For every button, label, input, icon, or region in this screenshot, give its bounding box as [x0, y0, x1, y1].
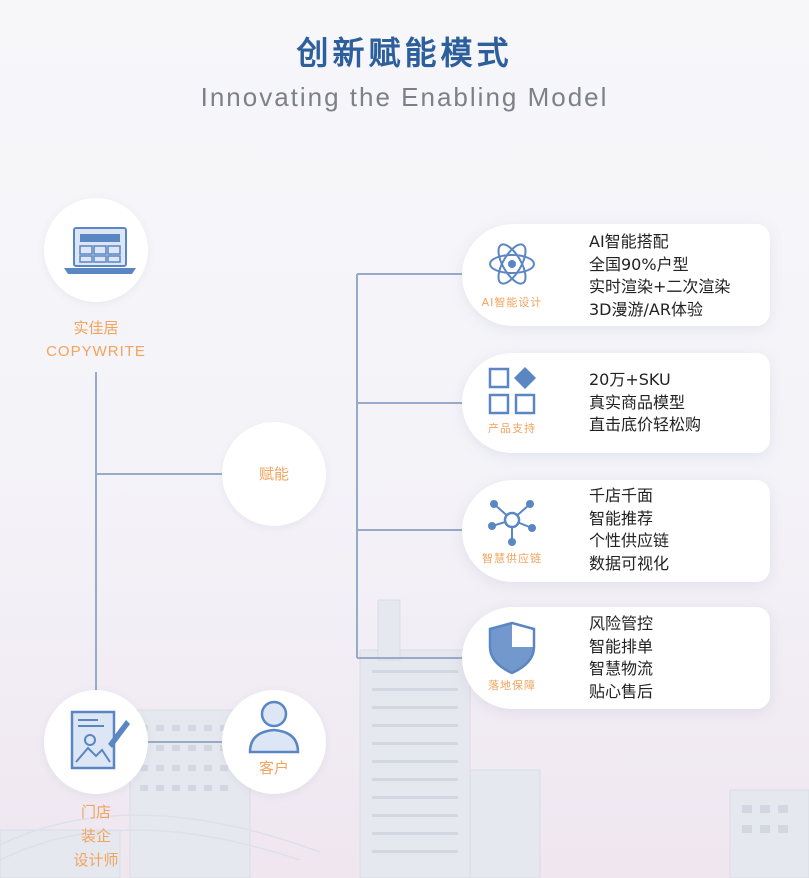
service-card-caption: 产品支持: [488, 422, 536, 435]
service-card-caption: 智慧供应链: [482, 552, 542, 565]
partner-node-line-2: 装企: [80, 827, 111, 845]
service-card-delivery-assurance: 落地保障 风险管控 智能排单 智慧物流 贴心售后: [462, 607, 770, 709]
service-item: 真实商品模型: [589, 392, 686, 412]
service-card-items: 风险管控 智能排单 智慧物流 贴心售后: [589, 613, 653, 703]
laptop-icon: [64, 227, 136, 274]
service-card-items: 千店千面 智能推荐 个性供应链 数据可视化: [589, 485, 669, 575]
service-item: 实时渲染+二次渲染: [589, 277, 731, 296]
service-card-product-support: 产品支持 20万+SKU 真实商品模型 直击底价轻松购: [462, 353, 770, 453]
customer-node-label: 客户: [258, 759, 289, 777]
atom-icon: [489, 243, 535, 285]
service-item: 贴心售后: [589, 681, 654, 701]
hub-node-label: 赋能: [258, 465, 289, 483]
service-card-items: AI智能搭配 全国90%户型 实时渲染+二次渲染 3D漫游/AR体验: [589, 231, 730, 321]
service-item: 智能推荐: [589, 508, 654, 528]
service-card-items: 20万+SKU 真实商品模型 直击底价轻松购: [589, 369, 701, 437]
customer-node: 客户: [222, 690, 326, 794]
source-node-latin-name: COPYWRITE: [46, 343, 146, 360]
service-item: 直击底价轻松购: [589, 415, 702, 434]
user-icon: [248, 700, 300, 754]
service-item: 3D漫游/AR体验: [589, 299, 703, 319]
network-icon: [488, 500, 536, 546]
service-item: 个性供应链: [589, 531, 670, 550]
service-item: AI智能搭配: [589, 232, 669, 251]
service-item: 风险管控: [589, 614, 654, 633]
partner-node: [44, 690, 148, 794]
page-title: 创新赋能模式: [296, 34, 513, 72]
service-item: 千店千面: [589, 486, 654, 505]
partner-node-line-1: 门店: [80, 803, 111, 821]
source-node: [44, 198, 148, 302]
service-card-smart-supply-chain: 智慧供应链 千店千面 智能推荐 个性供应链 数据可视化: [462, 480, 770, 582]
city-skyline-background: [0, 599, 809, 878]
source-node-name: 实佳居: [73, 319, 119, 337]
service-item: 全国90%户型: [589, 254, 689, 274]
shield-icon: [488, 621, 536, 675]
service-item: 智慧物流: [589, 659, 654, 678]
service-item: 数据可视化: [589, 553, 670, 573]
partner-node-line-3: 设计师: [73, 851, 119, 869]
service-item: 20万+SKU: [589, 370, 671, 389]
service-item: 智能排单: [589, 636, 654, 656]
service-card-ai-design: AI智能设计 AI智能搭配 全国90%户型 实时渲染+二次渲染 3D漫游/AR体…: [462, 224, 770, 326]
design-drawing-icon: [70, 710, 130, 770]
product-grid-icon: [488, 367, 536, 415]
service-card-caption: AI智能设计: [481, 296, 543, 309]
page-subtitle: Innovating the Enabling Model: [200, 82, 609, 112]
service-card-caption: 落地保障: [488, 679, 536, 692]
hub-node: 赋能: [222, 422, 326, 526]
